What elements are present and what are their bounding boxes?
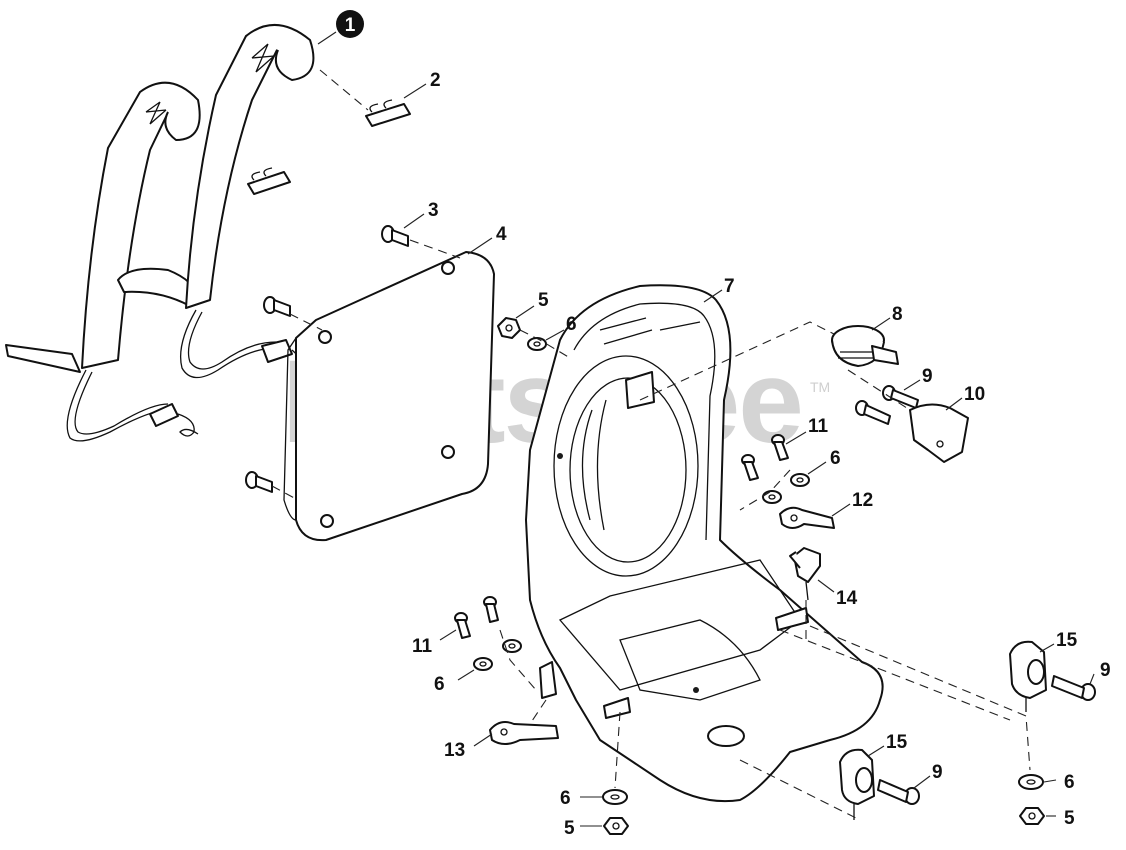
callout-5-bottom-left: 5 — [564, 818, 575, 839]
washer-top — [527, 337, 547, 351]
strap-clip-lower — [247, 167, 291, 195]
callout-1: 1 — [345, 15, 356, 36]
cable-clamp-lower — [489, 721, 559, 745]
callout-9-bottom: 9 — [932, 762, 943, 783]
callout-15-right: 15 — [1056, 630, 1078, 651]
callout-11-right: 11 — [808, 416, 829, 437]
callout-12: 12 — [852, 490, 873, 511]
wing-knob — [789, 547, 821, 601]
callout-5-bottom-right: 5 — [1064, 808, 1075, 829]
callout-6-mid: 6 — [830, 448, 841, 469]
washer-mid-1 — [790, 473, 810, 487]
flange-nut-top — [497, 317, 521, 339]
bolt-bracket — [855, 400, 891, 425]
push-pin-bottom — [245, 471, 273, 493]
mounting-bracket — [909, 403, 969, 463]
back-pad — [283, 251, 495, 542]
callout-6-top: 6 — [566, 314, 577, 335]
callout-6-bottom-left: 6 — [560, 788, 571, 809]
shoulder-strap-right — [179, 23, 315, 379]
callout-leaders — [317, 31, 1095, 827]
bolt-left-1 — [454, 612, 471, 639]
washer-left-2 — [502, 639, 522, 653]
bolt-mid-1 — [771, 434, 789, 461]
callout-2: 2 — [430, 70, 441, 91]
trademark-text: TM — [810, 379, 830, 395]
washer-bottom-left — [602, 789, 628, 805]
push-pin-top — [381, 225, 409, 247]
elbow-fitting-bottom — [839, 748, 875, 820]
callout-14: 14 — [836, 588, 858, 609]
bolt-lower-mid — [877, 779, 920, 805]
washer-mid-2 — [762, 490, 782, 504]
callout-5-top: 5 — [538, 290, 549, 311]
callout-6-left: 6 — [434, 674, 445, 695]
bolt-upper-right — [882, 385, 919, 409]
callout-7: 7 — [724, 276, 735, 297]
washer-bottom-right — [1018, 774, 1044, 790]
hose-clamp — [831, 325, 899, 367]
flange-nut-bottom-right — [1019, 807, 1045, 825]
elbow-fitting-right — [1009, 640, 1047, 712]
callout-9-upper: 9 — [922, 366, 933, 387]
bolt-left-2 — [483, 596, 499, 623]
callout-11-left: 11 — [412, 636, 433, 657]
push-pin-mid — [263, 296, 291, 317]
callout-4: 4 — [496, 224, 507, 245]
assembly-lines — [271, 69, 1031, 819]
callout-marker-1: 1 — [336, 10, 364, 38]
callout-15-bottom: 15 — [886, 732, 908, 753]
callout-8: 8 — [892, 304, 903, 325]
washer-left-1 — [473, 657, 493, 671]
cable-clamp-upper — [779, 506, 835, 529]
callout-6-bottom-right: 6 — [1064, 772, 1075, 793]
callout-10: 10 — [964, 384, 985, 405]
bolt-lower-right — [1051, 675, 1096, 701]
shoulder-strap-left — [5, 81, 201, 442]
backpack-frame — [525, 284, 884, 803]
strap-clip-upper — [365, 99, 411, 127]
flange-nut-bottom-left — [603, 817, 629, 835]
callout-9-lower-right: 9 — [1100, 660, 1111, 681]
bolt-mid-2 — [741, 454, 759, 481]
callout-13: 13 — [444, 740, 465, 761]
callout-3: 3 — [428, 200, 439, 221]
